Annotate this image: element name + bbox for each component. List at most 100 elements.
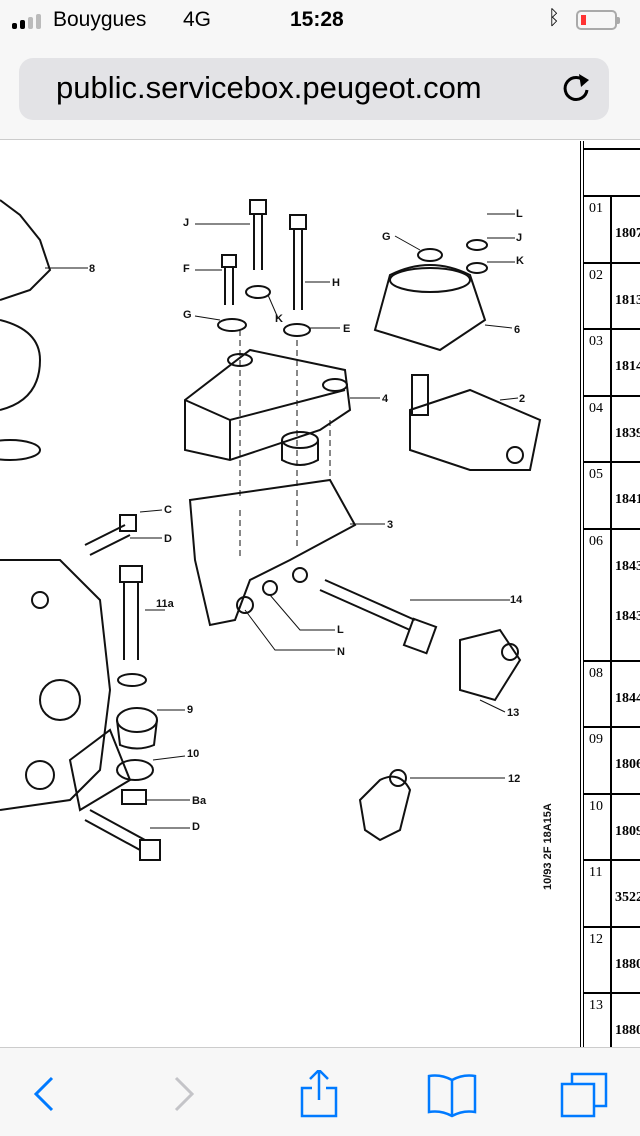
rubber-mount-6 — [373, 239, 488, 352]
table-row: 11 3522 — [584, 861, 640, 928]
label-K2: K — [516, 255, 524, 267]
row-number: 02 — [589, 267, 603, 283]
row-number: 05 — [589, 467, 603, 482]
table-row: 08 1844 — [584, 661, 640, 728]
table-row: 05 1841 — [584, 463, 640, 530]
mount-9-10 — [68, 707, 158, 812]
label-N: N — [337, 646, 345, 658]
column-divider — [610, 463, 612, 528]
label-13: 13 — [507, 707, 519, 719]
part-reference[interactable]: 1880 — [615, 1023, 640, 1038]
share-button[interactable] — [294, 1070, 344, 1118]
engine-block-left — [0, 199, 112, 811]
row-number: 10 — [589, 798, 603, 814]
column-divider — [610, 263, 612, 328]
leader-lines — [45, 213, 519, 829]
label-14: 14 — [510, 594, 523, 606]
part-reference[interactable]: 1814 — [615, 359, 640, 374]
part-labels: J F G K H E 8 4 G L J K 6 2 C D 3 11a 14… — [89, 208, 554, 890]
label-12: 12 — [508, 773, 520, 785]
label-F: F — [183, 263, 190, 275]
table-row: 03 1814 — [584, 330, 640, 397]
label-D: D — [164, 533, 172, 545]
table-header — [584, 148, 640, 197]
row-number: 08 — [589, 665, 603, 681]
label-G: G — [183, 309, 192, 321]
network-type: 4G — [183, 8, 212, 31]
label-L2: L — [337, 624, 344, 636]
url-text[interactable]: public.servicebox.peugeot.com — [56, 70, 482, 105]
drawing-reference: 10/93 2F 18A15A — [542, 803, 554, 890]
part-reference[interactable]: 1813 — [615, 292, 640, 308]
page-content[interactable]: J F G K H E 8 4 G L J K 6 2 C D 3 11a 14… — [0, 141, 640, 1047]
label-6: 6 — [514, 324, 520, 336]
row-number: 03 — [589, 334, 603, 349]
column-divider — [610, 197, 612, 262]
row-number: 06 — [589, 533, 603, 549]
mount-bracket-4 — [184, 348, 352, 466]
column-divider — [610, 927, 612, 992]
label-11a: 11a — [156, 598, 175, 610]
table-row: 10 1809 — [584, 794, 640, 861]
row-number: 12 — [589, 931, 603, 947]
bluetooth-icon: ᛒ — [548, 7, 560, 29]
label-D2: D — [192, 821, 200, 833]
row-number: 11 — [589, 865, 603, 880]
label-J2: J — [516, 232, 522, 244]
plate-3 — [188, 478, 357, 627]
label-J: J — [183, 217, 189, 229]
brackets-12-13 — [358, 628, 522, 842]
column-divider — [610, 661, 612, 726]
part-reference[interactable]: 1843 — [615, 608, 640, 624]
exploded-parts-diagram: J F G K H E 8 4 G L J K 6 2 C D 3 11a 14… — [0, 199, 554, 890]
bookmarks-button[interactable] — [427, 1070, 477, 1118]
label-G2: G — [382, 231, 391, 243]
part-reference[interactable]: 1806 — [615, 757, 640, 772]
back-button[interactable] — [20, 1070, 70, 1118]
row-number: 13 — [589, 998, 603, 1013]
table-row: 02 1813 — [584, 263, 640, 330]
clock: 15:28 — [290, 8, 344, 31]
label-4: 4 — [382, 393, 389, 405]
part-reference[interactable]: 1844 — [615, 690, 640, 706]
status-bar: Bouygues 4G 15:28 ᛒ — [0, 0, 640, 40]
table-row: 06 1843 1843 — [584, 529, 640, 662]
column-divider — [610, 728, 612, 793]
label-9: 9 — [187, 704, 193, 716]
column-divider — [610, 794, 612, 859]
label-3: 3 — [387, 519, 393, 531]
label-10: 10 — [187, 748, 199, 760]
part-reference[interactable]: 3522 — [615, 890, 640, 905]
part-reference[interactable]: 1839 — [615, 425, 640, 441]
column-divider — [610, 861, 612, 926]
signal-icon — [12, 14, 41, 29]
bolts — [84, 199, 438, 861]
row-number: 09 — [589, 732, 603, 747]
column-divider — [610, 396, 612, 461]
part-reference[interactable]: 1807 — [615, 226, 640, 241]
label-H: H — [332, 277, 340, 289]
part-reference[interactable]: 1841 — [615, 492, 640, 507]
part-reference[interactable]: 1880 — [615, 956, 640, 972]
table-row: 09 1806 — [584, 728, 640, 795]
part-reference[interactable]: 1809 — [615, 823, 640, 839]
reload-icon[interactable] — [559, 70, 595, 106]
bracket-2 — [409, 374, 542, 471]
table-row: 12 1880 — [584, 927, 640, 994]
forward-button[interactable] — [158, 1070, 208, 1118]
column-divider — [610, 529, 612, 660]
column-divider — [610, 994, 612, 1047]
tabs-button[interactable] — [560, 1070, 610, 1118]
label-L: L — [516, 208, 523, 220]
carrier-name: Bouygues — [53, 8, 147, 31]
part-reference[interactable]: 1843 — [615, 558, 640, 574]
label-Ba: Ba — [192, 795, 207, 807]
browser-toolbar — [0, 1047, 640, 1136]
url-field[interactable]: public.servicebox.peugeot.com — [19, 58, 609, 120]
label-8: 8 — [89, 263, 95, 275]
label-C: C — [164, 504, 172, 516]
label-E: E — [343, 323, 350, 335]
